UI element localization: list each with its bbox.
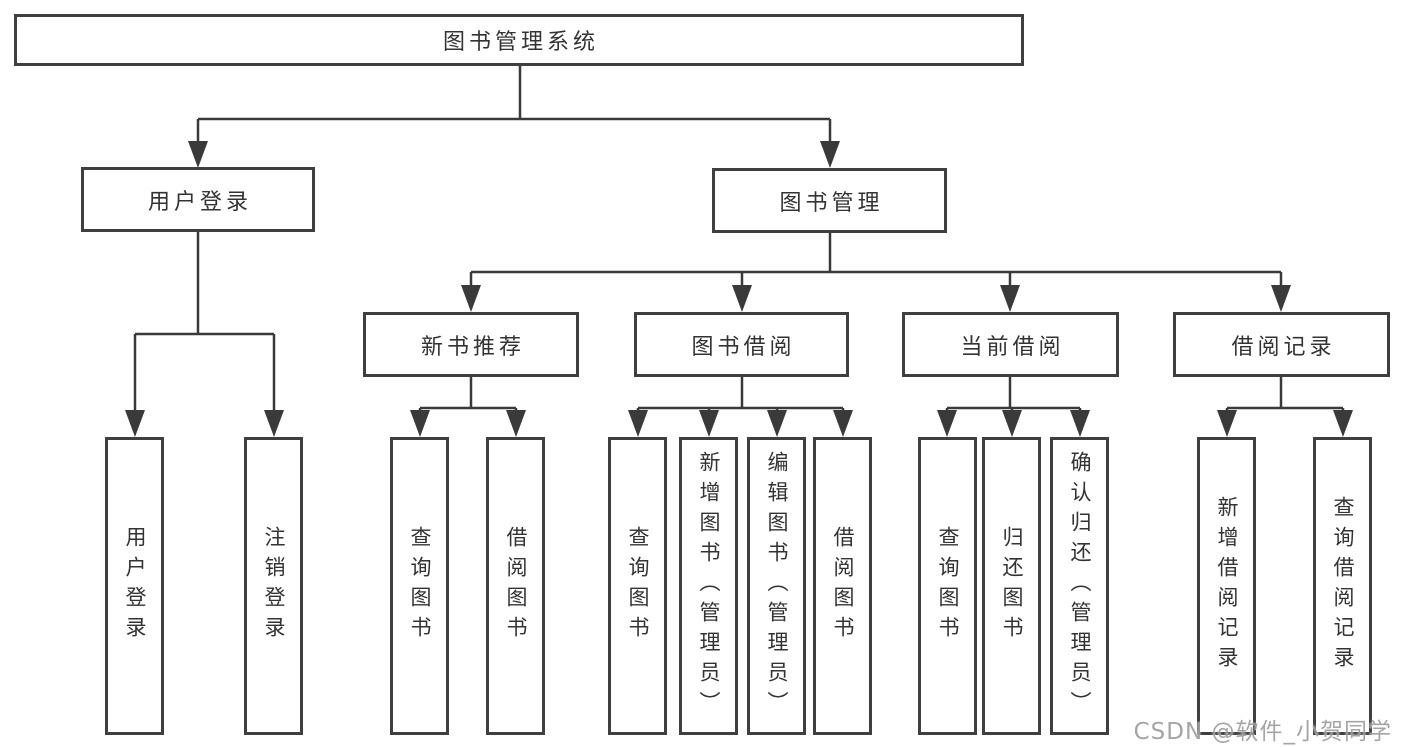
leaf-edit-book-admin-label: 编辑图书（管理员） bbox=[765, 451, 789, 721]
leaf-query-books-recommendation: 查询图书 bbox=[390, 437, 449, 735]
leaf-user-login-label: 用户登录 bbox=[123, 526, 147, 646]
leaf-return-books-label: 归还图书 bbox=[1000, 526, 1024, 646]
leaf-query-books-current-label: 查询图书 bbox=[936, 526, 960, 646]
leaf-confirm-return-admin: 确认归还（管理员） bbox=[1050, 437, 1109, 735]
node-current-borrowing: 当前借阅 bbox=[902, 312, 1119, 377]
leaf-query-books-borrowing-label: 查询图书 bbox=[626, 526, 650, 646]
leaf-borrow-books-borrowing: 借阅图书 bbox=[813, 437, 872, 735]
leaf-query-borrow-record-label: 查询借阅记录 bbox=[1331, 496, 1355, 676]
leaf-query-books-current: 查询图书 bbox=[918, 437, 977, 735]
leaf-add-book-admin: 新增图书（管理员） bbox=[679, 437, 738, 735]
leaf-query-books-recommendation-label: 查询图书 bbox=[408, 526, 432, 646]
leaf-query-borrow-record: 查询借阅记录 bbox=[1313, 437, 1372, 735]
csdn-watermark: CSDN @软件_小贺同学 bbox=[1133, 719, 1392, 745]
leaf-borrow-books-borrowing-label: 借阅图书 bbox=[831, 526, 855, 646]
leaf-borrow-books-recommendation: 借阅图书 bbox=[486, 437, 545, 735]
node-library-management-system: 图书管理系统 bbox=[14, 14, 1024, 66]
leaf-add-borrow-record-label: 新增借阅记录 bbox=[1215, 496, 1239, 676]
leaf-borrow-books-recommendation-label: 借阅图书 bbox=[504, 526, 528, 646]
leaf-add-book-admin-label: 新增图书（管理员） bbox=[697, 451, 721, 721]
leaf-user-login: 用户登录 bbox=[105, 437, 164, 735]
node-new-book-recommendation: 新书推荐 bbox=[363, 312, 579, 377]
arrowheads bbox=[125, 141, 1353, 437]
leaf-add-borrow-record: 新增借阅记录 bbox=[1197, 437, 1256, 735]
leaf-query-books-borrowing: 查询图书 bbox=[608, 437, 667, 735]
leaf-return-books: 归还图书 bbox=[982, 437, 1041, 735]
node-book-management: 图书管理 bbox=[712, 168, 947, 233]
leaf-logout-label: 注销登录 bbox=[262, 526, 286, 646]
node-user-login: 用户登录 bbox=[81, 167, 315, 232]
leaf-logout: 注销登录 bbox=[244, 437, 303, 735]
leaf-confirm-return-admin-label: 确认归还（管理员） bbox=[1068, 451, 1092, 721]
node-book-borrowing: 图书借阅 bbox=[634, 312, 849, 377]
leaf-edit-book-admin: 编辑图书（管理员） bbox=[747, 437, 806, 735]
node-borrowing-records: 借阅记录 bbox=[1173, 312, 1390, 377]
